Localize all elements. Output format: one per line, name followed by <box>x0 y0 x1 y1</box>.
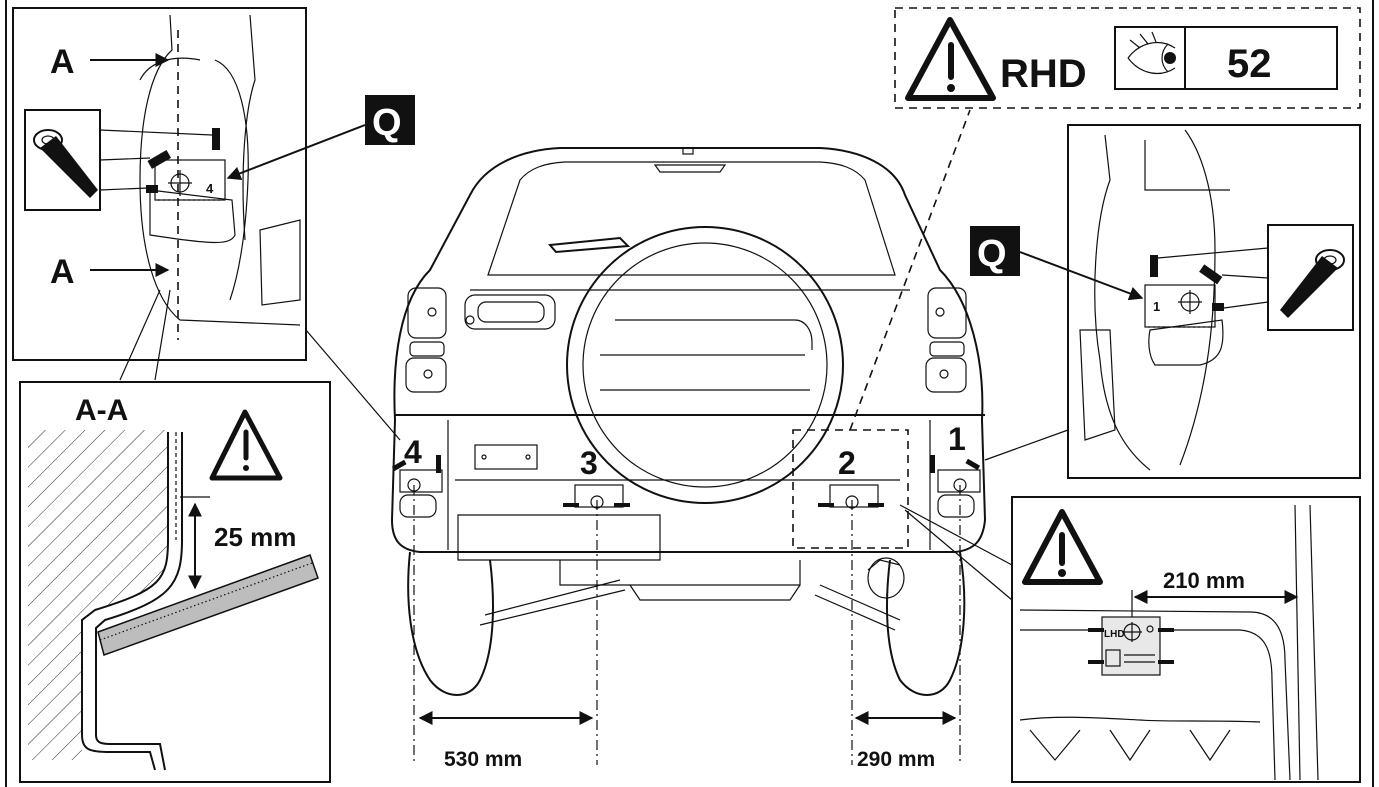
warning-triangle-icon <box>209 409 283 481</box>
page-number: 52 <box>1227 42 1272 86</box>
sensor-label-4: 4 <box>404 434 422 470</box>
height-offset-label: 25 mm <box>214 522 296 552</box>
section-label-a-top: A <box>50 43 75 81</box>
sensor-position-4: 4 <box>391 434 443 493</box>
q-badge-right: Q <box>977 233 1007 275</box>
detail-bottom-right: 210 mm LHD <box>1011 496 1361 783</box>
rhd-header: RHD 52 <box>894 7 1361 109</box>
warning-triangle-icon <box>905 17 996 101</box>
ruler <box>97 554 319 656</box>
detail-top-left: A A 4 Q <box>12 7 415 361</box>
sensor-label-1: 1 <box>948 421 966 457</box>
dimension-right: 290 mm <box>854 711 957 771</box>
car-rear-view <box>390 147 987 696</box>
rhd-label: RHD <box>1000 52 1087 96</box>
sensor-position-3: 3 <box>563 445 630 509</box>
warning-triangle-icon <box>1022 509 1103 585</box>
edge-distance-label: 210 mm <box>1163 568 1245 593</box>
section-title: A-A <box>75 394 128 427</box>
tape-roll-icon <box>33 129 98 198</box>
tape-roll-icon <box>1280 249 1345 318</box>
target-number-1: 1 <box>1153 299 1160 314</box>
section-a-a-detail: A-A 25 mm <box>19 381 331 783</box>
eye-icon <box>1127 31 1176 75</box>
left-distance-label: 530 mm <box>444 748 522 771</box>
right-distance-label: 290 mm <box>857 748 935 771</box>
q-badge-left: Q <box>372 102 402 144</box>
section-label-a-bottom: A <box>50 253 75 291</box>
dimension-left: 530 mm <box>418 711 594 771</box>
sensor-label-2: 2 <box>838 445 856 481</box>
sensor-label-3: 3 <box>580 445 598 481</box>
sensor-position-2: 2 <box>792 429 909 549</box>
detail-right: 1 Q <box>970 124 1361 479</box>
sensor-position-1: 1 <box>930 421 981 493</box>
lhd-tag: LHD <box>1104 629 1125 640</box>
target-number-4: 4 <box>206 181 214 196</box>
